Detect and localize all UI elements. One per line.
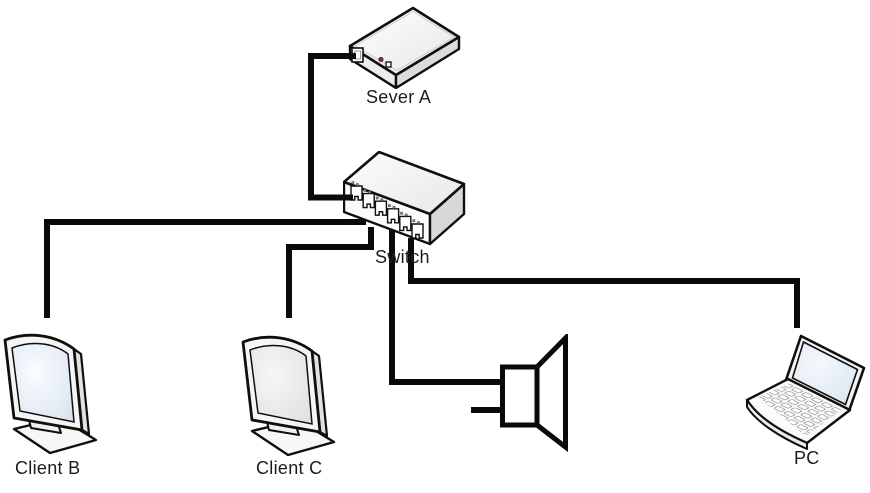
speaker-icon — [500, 334, 568, 452]
server-led — [378, 57, 384, 62]
cable-switch-speaker — [389, 230, 502, 385]
laptop-icon — [745, 334, 866, 450]
cable-switch-client-b — [44, 219, 366, 318]
laptop-skirt — [746, 399, 808, 450]
cable-switch-pc — [408, 238, 800, 328]
laptop-screen — [791, 340, 859, 406]
label-pc: PC — [794, 448, 820, 468]
switch-ports — [350, 181, 424, 239]
monitor-icon-client-c — [241, 335, 336, 457]
label-switch: Switch — [375, 247, 430, 267]
label-server-a: Sever A — [366, 87, 432, 107]
switch-icon — [343, 151, 466, 246]
server-icon — [348, 6, 461, 89]
server-connector — [385, 61, 392, 68]
cable-switch-client-c — [286, 227, 374, 318]
label-client-b: Client B — [15, 458, 81, 478]
monitor-icon-client-b — [3, 333, 98, 455]
label-client-c: Client C — [256, 458, 323, 478]
cable-switch-server — [308, 53, 356, 201]
laptop-keyboard — [758, 383, 842, 436]
